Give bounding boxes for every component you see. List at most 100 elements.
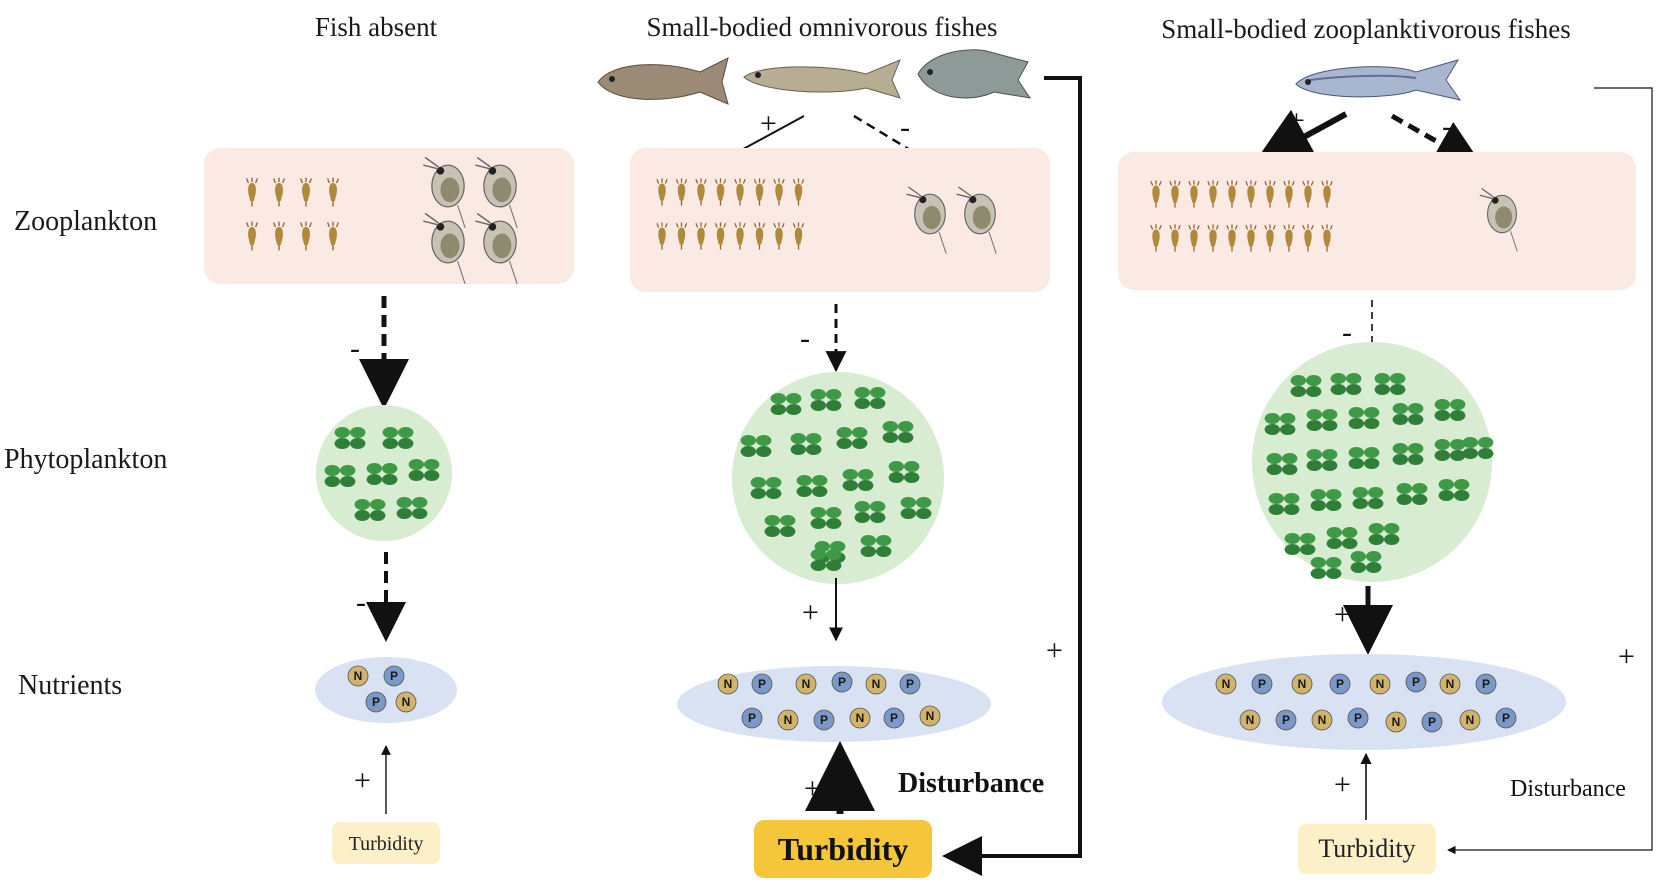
nitrogen-ball-icon — [777, 709, 799, 731]
sign-disturbance-zooplanktivorous: + — [1618, 640, 1635, 673]
nitrogen-ball-icon — [717, 673, 739, 695]
phosphorus-ball-icon — [383, 665, 405, 687]
phosphorus-ball-icon — [1329, 673, 1351, 695]
nitrogen-label: N — [1246, 713, 1255, 727]
disturbance-loop-omnivorous — [942, 76, 1082, 876]
fish-carp-picture — [597, 57, 729, 105]
phosphorus-label: P — [1502, 711, 1510, 725]
sign-zoo-phyto-omnivorous: - — [800, 322, 810, 355]
nitrogen-label: N — [1446, 677, 1455, 691]
phosphorus-ball-icon — [1495, 707, 1517, 729]
nutrients-ellipse-fish-absent — [315, 657, 457, 723]
nitrogen-ball-icon — [347, 665, 369, 687]
sign-zoopl-fish-minus: - — [1442, 110, 1452, 143]
phosphorus-label: P — [1258, 677, 1266, 691]
phosphorus-label: P — [1354, 711, 1362, 725]
nutrients-zooplanktivorous-balls: N P N P N P N P N P N P N P N P — [1215, 671, 1517, 733]
phosphorus-ball-icon — [741, 707, 763, 729]
sign-phyto-nutr-omnivorous: + — [802, 596, 819, 629]
phosphorus-label: P — [758, 677, 766, 691]
phosphorus-label: P — [1482, 677, 1490, 691]
fish-bleak-picture — [743, 59, 901, 99]
nitrogen-label: N — [856, 711, 865, 725]
nutrients-ellipse-zooplanktivorous — [1162, 654, 1566, 750]
nitrogen-label: N — [1318, 713, 1327, 727]
nitrogen-ball-icon — [1385, 711, 1407, 733]
nitrogen-label: N — [724, 677, 733, 691]
col-title-omnivorous: Small-bodied omnivorous fishes — [647, 12, 998, 42]
sign-turb-nutr-fish-absent: + — [354, 764, 371, 797]
nitrogen-label: N — [1298, 677, 1307, 691]
sign-turb-nutr-omnivorous: + — [804, 772, 821, 805]
nitrogen-label: N — [1392, 715, 1401, 729]
zooplankton-box-zooplanktivorous — [1118, 152, 1636, 290]
zooplankton-box-fish-absent — [204, 148, 574, 284]
col-title-zooplanktivorous: Small-bodied zooplanktivorous fishes — [1161, 14, 1570, 44]
turbidity-label-zooplanktivorous: Turbidity — [1318, 834, 1415, 863]
phosphorus-label: P — [820, 713, 828, 727]
nitrogen-ball-icon — [1239, 709, 1261, 731]
nitrogen-ball-icon — [865, 673, 887, 695]
nitrogen-label: N — [1222, 677, 1231, 691]
zooplankton-box-omnivorous — [630, 148, 1050, 292]
sign-zoo-phyto-zooplanktivorous: - — [1342, 316, 1352, 349]
phosphorus-ball-icon — [1475, 673, 1497, 695]
disturbance-label-omnivorous: Disturbance — [898, 768, 1044, 799]
phosphorus-label: P — [1428, 715, 1436, 729]
phosphorus-label: P — [390, 669, 398, 683]
sign-zoo-phyto-fish-absent: - — [350, 332, 360, 365]
fish-bream-picture — [917, 49, 1032, 99]
sign-phyto-nutr-fish-absent: - — [356, 586, 366, 619]
phosphorus-label: P — [748, 711, 756, 725]
turbidity-box-omnivorous — [754, 820, 932, 878]
nitrogen-ball-icon — [1311, 709, 1333, 731]
omnivorous-fish-group — [597, 49, 1032, 105]
sign-disturbance-omnivorous: + — [1046, 634, 1063, 667]
phosphorus-ball-icon — [1347, 707, 1369, 729]
nitrogen-label: N — [402, 695, 411, 709]
nitrogen-ball-icon — [1459, 709, 1481, 731]
nitrogen-ball-icon — [795, 673, 817, 695]
turbidity-box-zooplanktivorous — [1298, 824, 1436, 874]
nitrogen-label: N — [1376, 677, 1385, 691]
phosphorus-ball-icon — [1251, 673, 1273, 695]
phosphorus-ball-icon — [1405, 671, 1427, 693]
nitrogen-ball-icon — [1215, 673, 1237, 695]
sign-phyto-nutr-zooplanktivorous: + — [1334, 598, 1351, 631]
phosphorus-ball-icon — [1275, 709, 1297, 731]
nitrogen-ball-icon — [1291, 673, 1313, 695]
phosphorus-label: P — [1336, 677, 1344, 691]
phosphorus-ball-icon — [1421, 711, 1443, 733]
phosphorus-ball-icon — [883, 707, 905, 729]
nitrogen-ball-icon — [1369, 673, 1391, 695]
sign-turb-nutr-zooplanktivorous: + — [1334, 768, 1351, 801]
row-label-phytoplankton: Phytoplankton — [4, 444, 167, 475]
turbidity-label-omnivorous: Turbidity — [778, 831, 908, 867]
phosphorus-ball-icon — [751, 673, 773, 695]
nitrogen-ball-icon — [1439, 673, 1461, 695]
nitrogen-label: N — [872, 677, 881, 691]
phosphorus-label: P — [906, 677, 914, 691]
phosphorus-ball-icon — [899, 673, 921, 695]
row-label-nutrients: Nutrients — [18, 670, 122, 701]
sign-zoopl-fish-plus: + — [1288, 104, 1305, 137]
col-title-fish-absent: Fish absent — [315, 12, 438, 42]
nitrogen-label: N — [1466, 713, 1475, 727]
nitrogen-label: N — [802, 677, 811, 691]
phosphorus-label: P — [372, 695, 380, 709]
nitrogen-label: N — [784, 713, 793, 727]
phosphorus-label: P — [1282, 713, 1290, 727]
phosphorus-label: P — [1412, 675, 1420, 689]
phosphorus-label: P — [838, 675, 846, 689]
nitrogen-label: N — [354, 669, 363, 683]
row-label-zooplankton: Zooplankton — [14, 206, 157, 237]
turbidity-label-fish-absent: Turbidity — [349, 833, 424, 855]
sign-omni-plus: + — [760, 107, 777, 140]
zooplanktivorous-fish-picture — [1295, 59, 1462, 101]
nitrogen-ball-icon — [395, 691, 417, 713]
disturbance-label-zooplanktivorous: Disturbance — [1510, 776, 1626, 802]
disturbance-loop-zooplanktivorous — [1447, 87, 1653, 855]
phosphorus-ball-icon — [365, 691, 387, 713]
